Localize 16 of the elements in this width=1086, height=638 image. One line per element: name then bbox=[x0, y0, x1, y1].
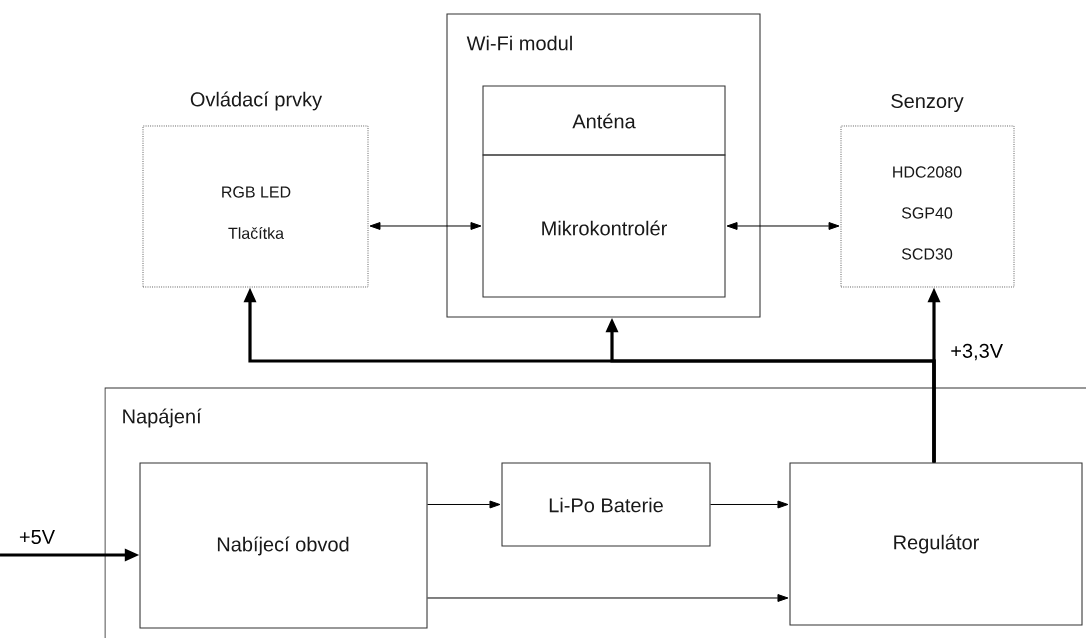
arrow bbox=[726, 222, 840, 230]
arrow bbox=[710, 500, 789, 509]
arrow bbox=[427, 594, 789, 602]
process-box: Li-Po Baterie bbox=[501, 462, 711, 547]
process-box: Regulátor bbox=[789, 462, 1083, 626]
process-box: Nabíjecí obvod bbox=[139, 462, 428, 629]
antenna-box: Anténa bbox=[482, 85, 726, 156]
microcontroller-box: Mikrokontrolér bbox=[482, 154, 726, 298]
dotted-box: Senzory HDC2080 SGP40 SCD30 bbox=[840, 93, 1015, 288]
node-label: Senzory bbox=[891, 93, 964, 113]
edge-label: +3,3V bbox=[948, 341, 1006, 363]
node-label: Ovládací prvky bbox=[190, 91, 323, 111]
dotted-box: Ovládací prvky RGB LED Tlačítka bbox=[142, 91, 369, 288]
edge-label: +5V bbox=[16, 528, 58, 546]
arrow bbox=[369, 222, 482, 230]
arrow bbox=[427, 500, 501, 509]
